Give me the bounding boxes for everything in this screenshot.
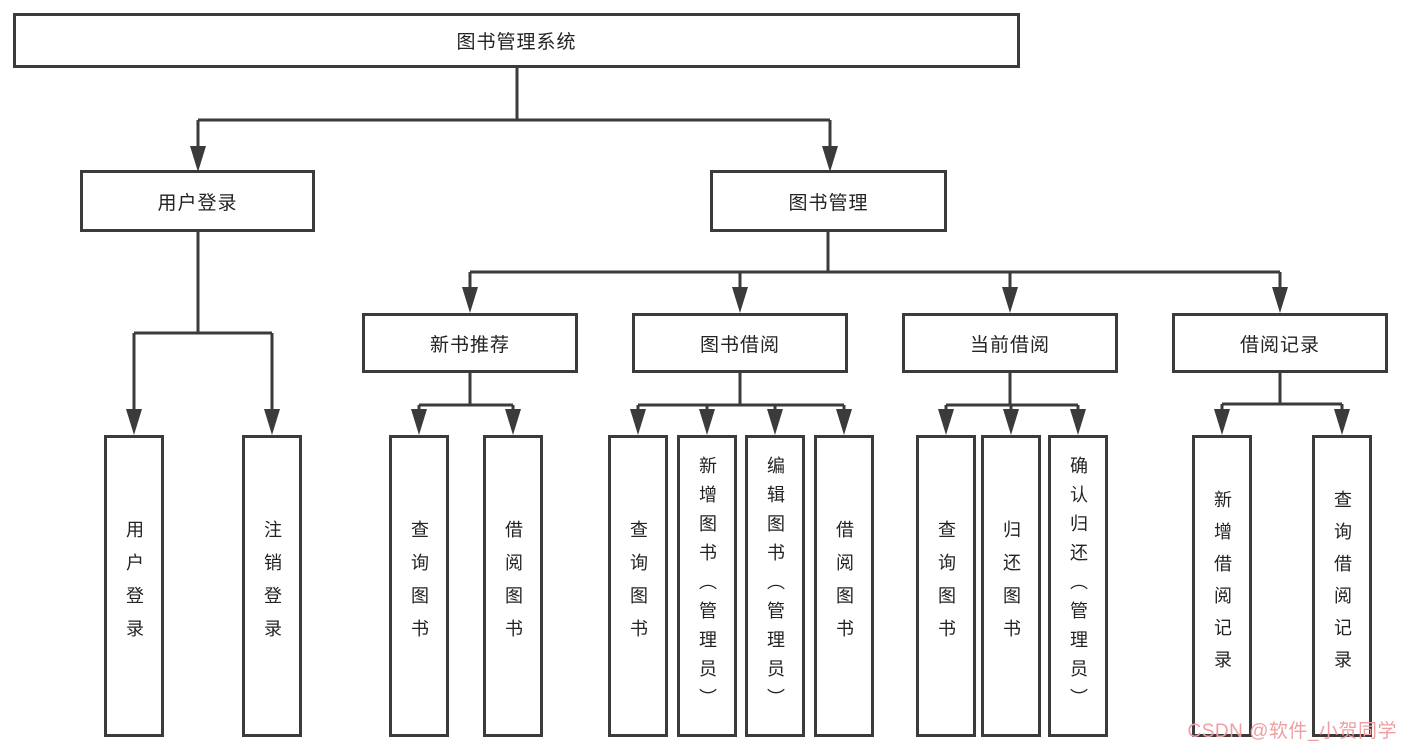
connector-newbookrec-to-leaves [411,373,521,435]
leaf-borrow-query-books-label: 查询图书 [628,520,648,652]
node-book-mgmt: 图书管理 [710,170,947,232]
node-book-borrow: 图书借阅 [632,313,848,373]
leaf-rec-query-books-label: 查询图书 [409,520,429,652]
leaf-borrow-add-books: 新增图书（管理员） [677,435,737,737]
node-current-borrow: 当前借阅 [902,313,1118,373]
leaf-borrow-add-books-label: 新增图书（管理员） [697,455,717,717]
arrow-down-icon [1002,287,1018,313]
csdn-watermark: CSDN @软件_小贺同学 [1187,721,1397,742]
node-root-label: 图书管理系统 [456,32,577,53]
leaf-current-confirm-return-label: 确认归还（管理员） [1068,455,1088,717]
leaf-current-return-books-label: 归还图书 [1001,520,1021,652]
arrow-down-icon [699,409,715,435]
arrow-down-icon [126,409,142,435]
arrow-down-icon [1214,409,1230,435]
leaf-current-confirm-return: 确认归还（管理员） [1048,435,1108,737]
leaf-current-query-books: 查询图书 [916,435,976,737]
leaf-borrow-edit-books: 编辑图书（管理员） [745,435,805,737]
connector-bookborrow-to-leaves [630,373,852,435]
leaf-logout-label: 注销登录 [262,520,282,652]
arrow-down-icon [630,409,646,435]
arrow-down-icon [505,409,521,435]
arrow-down-icon [462,287,478,313]
node-book-mgmt-label: 图书管理 [788,192,869,214]
leaf-logout: 注销登录 [242,435,302,737]
arrow-down-icon [1334,409,1350,435]
leaf-current-query-books-label: 查询图书 [936,520,956,652]
arrow-down-icon [836,409,852,435]
node-root: 图书管理系统 [13,13,1020,68]
arrow-down-icon [264,409,280,435]
arrow-down-icon [1003,409,1019,435]
connector-borrowrecord-to-leaves [1214,373,1350,435]
connector-root-to-level2 [190,68,838,172]
connector-bookmgmt-to-level3 [462,232,1288,313]
node-book-borrow-label: 图书借阅 [699,334,780,356]
leaf-record-add-label: 新增借阅记录 [1212,490,1232,682]
leaf-borrow-edit-books-label: 编辑图书（管理员） [765,455,785,717]
node-user-login-label: 用户登录 [157,192,238,214]
leaf-user-login: 用户登录 [104,435,164,737]
arrow-down-icon [1070,409,1086,435]
leaf-record-query-label: 查询借阅记录 [1332,490,1352,682]
arrow-down-icon [190,146,206,172]
node-borrow-record-label: 借阅记录 [1239,334,1320,356]
arrow-down-icon [732,287,748,313]
arrow-down-icon [822,146,838,172]
leaf-rec-borrow-books: 借阅图书 [483,435,543,737]
node-current-borrow-label: 当前借阅 [969,334,1050,356]
arrow-down-icon [938,409,954,435]
arrow-down-icon [1272,287,1288,313]
leaf-borrow-borrow-books-label: 借阅图书 [834,520,854,652]
node-user-login: 用户登录 [80,170,315,232]
leaf-rec-query-books: 查询图书 [389,435,449,737]
leaf-record-add: 新增借阅记录 [1192,435,1252,737]
connector-userlogin-to-leaves [126,232,280,435]
connector-currentborrow-to-leaves [938,373,1086,435]
leaf-current-return-books: 归还图书 [981,435,1041,737]
node-new-book-rec-label: 新书推荐 [429,334,510,356]
leaf-borrow-query-books: 查询图书 [608,435,668,737]
leaf-rec-borrow-books-label: 借阅图书 [503,520,523,652]
node-new-book-rec: 新书推荐 [362,313,578,373]
leaf-borrow-borrow-books: 借阅图书 [814,435,874,737]
leaf-user-login-label: 用户登录 [124,520,144,652]
arrow-down-icon [411,409,427,435]
arrow-down-icon [767,409,783,435]
leaf-record-query: 查询借阅记录 [1312,435,1372,737]
node-borrow-record: 借阅记录 [1172,313,1388,373]
